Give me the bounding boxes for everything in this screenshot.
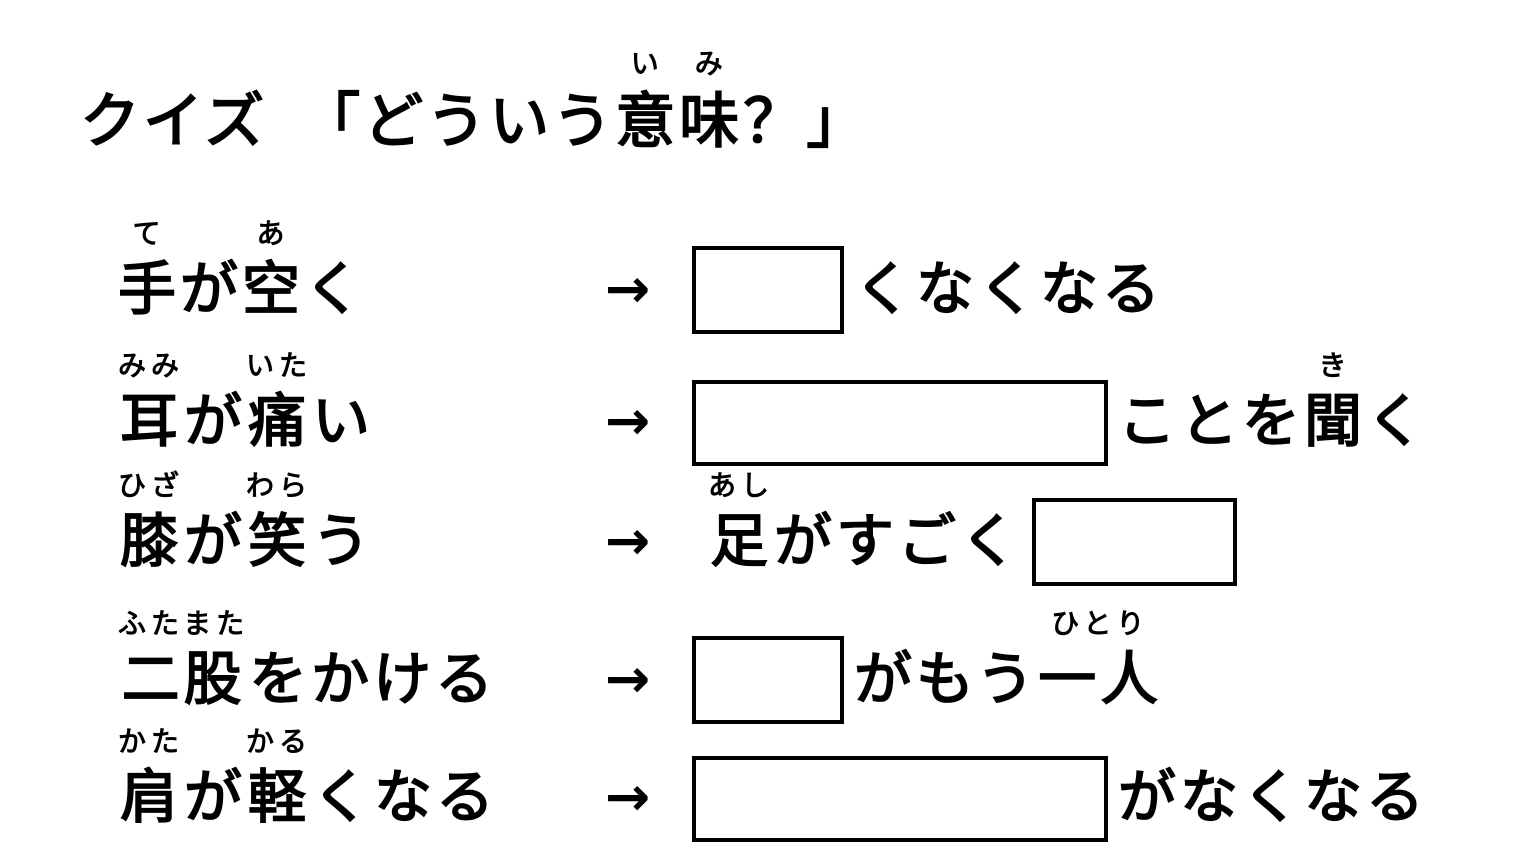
ruby-segment: かた 肩 — [118, 725, 185, 831]
page-title: クイズ 「どういう い 意 み 味 ？」 — [80, 40, 870, 157]
idiom-phrase: て 手 が あ 空 く — [118, 217, 367, 323]
idiom-phrase: みみ 耳 が いた 痛 い — [118, 349, 375, 455]
kanji-base: 聞 — [1304, 387, 1367, 455]
meaning-phrase: がなくなる — [682, 756, 1429, 842]
answer-box — [692, 380, 1108, 466]
text-segment: が — [184, 387, 247, 455]
text-segment: う — [312, 507, 375, 575]
furigana: ひざ — [118, 469, 185, 502]
text-segment: が — [184, 507, 247, 575]
furigana: ふたまた — [118, 607, 250, 640]
answer-box — [692, 636, 844, 724]
furigana: わら — [246, 469, 313, 502]
kanji-base: 足 — [710, 507, 773, 575]
idiom-phrase: ふたまた 二股 をかける — [118, 607, 498, 713]
ruby-segment: ふたまた 二股 — [118, 607, 250, 713]
furigana: みみ — [118, 349, 185, 382]
quiz-row: かた 肩 が かる 軽 くなる → がなくなる — [0, 725, 1536, 842]
text-segment: がすごく — [774, 507, 1023, 575]
ruby-segment: わら 笑 — [246, 469, 313, 575]
text-segment: が — [180, 255, 243, 323]
quiz-row: ひざ 膝 が わら 笑 う → あし 足 がすごく — [0, 469, 1536, 586]
ruby-segment: あし 足 — [708, 469, 775, 575]
quiz-row: て 手 が あ 空 く → くなくなる — [0, 217, 1536, 334]
quiz-row: ふたまた 二股 をかける → がもう ひとり 一人 — [0, 607, 1536, 724]
idiom-phrase: ひざ 膝 が わら 笑 う — [118, 469, 375, 575]
ruby-segment: ひとり 一人 — [1038, 607, 1163, 713]
furigana: き — [1318, 349, 1352, 382]
right-arrow-icon: → — [605, 389, 651, 452]
kanji-base: 空 — [242, 255, 305, 323]
furigana: かる — [246, 725, 313, 758]
text-segment: がもう — [854, 645, 1039, 713]
title-text: クイズ 「どういう — [80, 87, 616, 157]
ruby-segment: かる 軽 — [246, 725, 313, 831]
furigana: あし — [708, 469, 775, 502]
kanji-base: 軽 — [248, 763, 311, 831]
ruby-segment: ひざ 膝 — [118, 469, 185, 575]
title-ruby-segment: み 味 — [679, 47, 744, 157]
text-segment: く — [1366, 387, 1429, 455]
text-segment: をかける — [249, 645, 498, 713]
title-text: ？」 — [743, 87, 870, 157]
kanji-base: 味 — [679, 87, 744, 157]
quiz-row: みみ 耳 が いた 痛 い → ことを き 聞 く — [0, 349, 1536, 466]
kanji-base: 手 — [118, 255, 181, 323]
ruby-segment: て 手 — [118, 217, 181, 323]
right-arrow-icon: → — [605, 509, 651, 572]
furigana: いた — [246, 349, 313, 382]
text-segment: く — [304, 255, 367, 323]
text-segment: が — [184, 763, 247, 831]
ruby-segment: あ 空 — [242, 217, 305, 323]
furigana: あ — [256, 217, 290, 250]
text-segment: くなる — [312, 763, 499, 831]
title-ruby-segment: い 意 — [615, 47, 680, 157]
furigana: て — [132, 217, 166, 250]
answer-box — [692, 756, 1108, 842]
meaning-phrase: あし 足 がすごく — [682, 469, 1247, 586]
kanji-base: 一人 — [1038, 645, 1163, 713]
meaning-phrase: がもう ひとり 一人 — [682, 607, 1163, 724]
ruby-segment: みみ 耳 — [118, 349, 185, 455]
ruby-segment: いた 痛 — [246, 349, 313, 455]
right-arrow-icon: → — [605, 647, 651, 710]
kanji-base: 肩 — [120, 763, 183, 831]
kanji-base: 二股 — [121, 645, 246, 713]
text-segment: がなくなる — [1118, 763, 1429, 831]
kanji-base: 意 — [615, 87, 680, 157]
answer-box — [692, 246, 844, 334]
kanji-base: 笑 — [248, 507, 311, 575]
kanji-base: 痛 — [248, 387, 311, 455]
kanji-base: 膝 — [120, 507, 183, 575]
meaning-phrase: くなくなる — [682, 246, 1165, 334]
right-arrow-icon: → — [605, 257, 651, 320]
text-segment: い — [312, 387, 375, 455]
answer-box — [1032, 498, 1238, 586]
meaning-phrase: ことを き 聞 く — [682, 349, 1429, 466]
furigana: かた — [118, 725, 185, 758]
ruby-segment: き 聞 — [1304, 349, 1367, 455]
text-segment: ことを — [1118, 387, 1305, 455]
text-segment: くなくなる — [854, 255, 1165, 323]
furigana: い — [630, 47, 664, 80]
right-arrow-icon: → — [605, 765, 651, 828]
furigana: み — [694, 47, 728, 80]
idiom-phrase: かた 肩 が かる 軽 くなる — [118, 725, 499, 831]
kanji-base: 耳 — [120, 387, 183, 455]
furigana: ひとり — [1051, 607, 1150, 640]
